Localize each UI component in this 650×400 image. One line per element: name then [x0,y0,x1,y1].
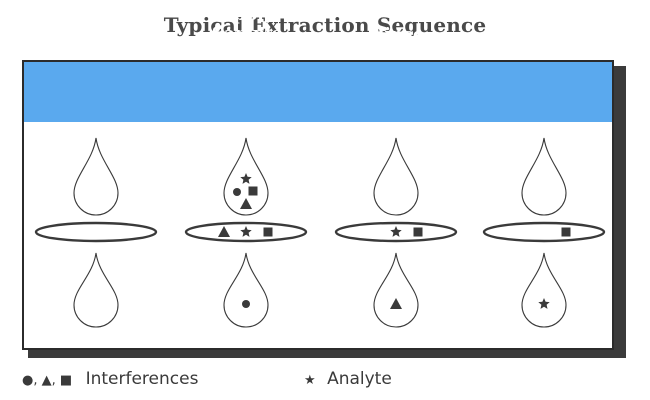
step-2-top-interference-circle [233,188,241,196]
step-label-elute: Elute [518,25,570,45]
legend-analyte: ★ Analyte [304,369,392,389]
step-label-condition-disc: Condition Disc [49,5,143,44]
step-2-disc-interference-square [263,227,273,237]
step-1-top-drop [73,137,119,216]
step-label-rinse: Rinse [370,25,424,45]
diagram-title: Typical Extraction Sequence [163,13,487,37]
step-1-bottom-drop [73,252,119,328]
step-4-bottom-drop [521,252,567,328]
step-3-bottom-drop [373,252,419,328]
step-3-disc-analyte-star [390,226,402,237]
interferences-symbols: ●, ▲, ■ [22,373,73,388]
step-4-disc [482,221,606,243]
step-2-bottom-interference-circle [242,300,250,308]
step-3-disc-interference-square [413,227,423,237]
step-4-bottom-analyte-star [538,298,550,309]
step-2-top-interference-triangle [240,198,252,209]
step-3-bottom-interference-triangle [390,298,402,309]
step-header-band [24,62,612,122]
step-4-disc-interference-square [561,227,571,237]
step-4-top-drop [521,137,567,216]
step-3-top-drop [373,137,419,216]
analyte-label: Analyte [327,369,392,389]
step-2-top-interference-square [248,186,258,196]
interferences-label: Interferences [85,369,199,389]
step-label-apply-sample: Apply Sample [211,5,283,44]
legend-interferences: ●, ▲, ■ Interferences [22,369,198,389]
analyte-symbol: ★ [304,373,316,388]
step-2-top-analyte-star [240,173,252,184]
step-2-bottom-drop [223,252,269,328]
step-1-disc [34,221,158,243]
step-2-disc-analyte-star [240,226,252,237]
sequence-panel [22,60,614,350]
step-2-disc-interference-triangle [218,226,230,237]
